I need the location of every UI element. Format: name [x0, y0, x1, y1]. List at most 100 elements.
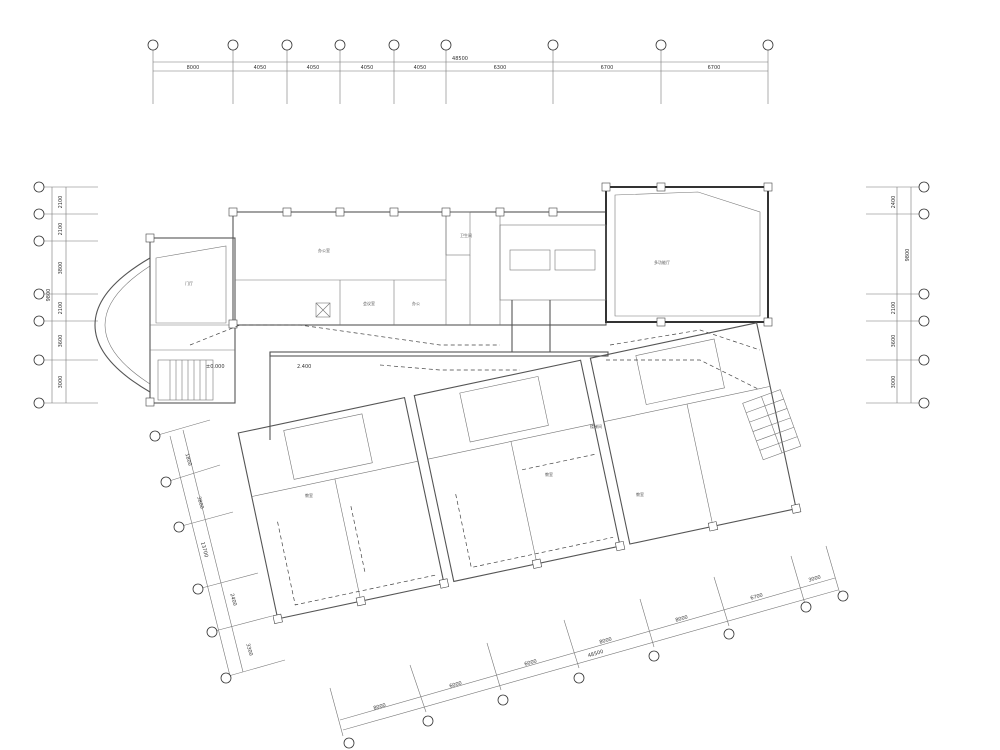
room-label: 教室	[305, 492, 313, 498]
room-label: 办公室	[318, 247, 330, 253]
axis-bubble	[800, 601, 812, 613]
axis-bubble	[173, 521, 185, 533]
elev-ref-2: 2.400	[297, 364, 311, 370]
room-label: 会议室	[363, 300, 375, 306]
axis-bubble	[33, 397, 45, 409]
upper-building-block	[94, 182, 773, 407]
left-dimension-chain: 2100 2100 3800 2100 3600 3000 9800	[33, 181, 98, 409]
axis-bubble	[918, 397, 930, 409]
axis-bubble	[918, 288, 930, 300]
top-dim-total: 48500	[452, 56, 468, 62]
stair-right	[742, 389, 802, 461]
axis-bubble	[918, 315, 930, 327]
room-label: 教室	[545, 471, 553, 477]
axis-bubble	[918, 208, 930, 220]
rot-bottom-dim-seg: 8000	[373, 702, 387, 711]
axis-bubble	[227, 39, 239, 51]
room-labels: 门厅 办公室 会议室 办公 卫生间 多功能厅 教室 教室 教室 楼梯间	[185, 232, 670, 498]
axis-bubble	[497, 694, 509, 706]
elev-ref-1: ±0.000	[206, 364, 225, 370]
rot-bottom-dim-seg: 6700	[750, 592, 764, 601]
room-label: 门厅	[185, 280, 193, 286]
rot-bottom-dim-seg: 6000	[524, 658, 538, 667]
axis-bubble	[918, 181, 930, 193]
elevator-shaft	[315, 302, 331, 318]
axis-bubble	[334, 39, 346, 51]
axis-bubble	[33, 181, 45, 193]
axis-bubble	[281, 39, 293, 51]
room-label: 楼梯间	[590, 423, 602, 429]
right-dim-seg: 3000	[891, 376, 897, 389]
top-dim-seg: 4050	[254, 65, 267, 71]
top-dim-seg: 6700	[708, 65, 721, 71]
right-dim-seg: 3600	[891, 335, 897, 348]
right-dimension-chain: 2400 2100 3600 3000 9800	[866, 181, 930, 409]
rot-bottom-dim-seg: 8000	[675, 614, 689, 623]
right-dim-seg: 2400	[891, 196, 897, 209]
top-dim-seg: 4050	[414, 65, 427, 71]
axis-bubble	[655, 39, 667, 51]
left-dim-seg: 3600	[58, 335, 64, 348]
rot-left-dim-seg: 3300	[244, 643, 253, 657]
room-label: 办公	[412, 300, 420, 306]
axis-bubble	[33, 315, 45, 327]
top-dim-segments: 8000 4050 4050 4050 4050 6300 6700 6700	[187, 65, 721, 71]
left-dim-seg: 3800	[58, 262, 64, 275]
rot-left-dim-seg: 1800	[183, 453, 192, 467]
rot-bottom-dim-total: 48500	[587, 649, 604, 659]
room-label: 教室	[636, 491, 644, 497]
axis-bubble	[723, 628, 735, 640]
axis-bubble	[343, 737, 355, 749]
rot-bottom-dim-seg: 8000	[599, 636, 613, 645]
top-dim-seg: 8000	[187, 65, 200, 71]
axis-bubble	[422, 715, 434, 727]
axis-bubble	[837, 590, 849, 602]
axis-bubble	[33, 288, 45, 300]
rotated-bottom-dimension: 8000 6000 6000 8000 8000 6700 3000 48500	[329, 545, 849, 749]
top-axis-bubbles	[147, 39, 774, 51]
rotated-left-dimension: 1800 3800 2400 3300 13700	[149, 419, 286, 684]
axis-bubble	[762, 39, 774, 51]
room-label: 卫生间	[460, 232, 472, 238]
axis-bubble	[547, 39, 559, 51]
axis-bubble	[160, 476, 172, 488]
axis-bubble	[648, 650, 660, 662]
axis-bubble	[33, 208, 45, 220]
axis-bubble	[149, 430, 161, 442]
top-dimension-chain: 48500 8000 4050 4050 4050	[147, 39, 774, 104]
upper-wiring	[189, 324, 761, 391]
room-label: 多功能厅	[654, 259, 670, 265]
elevation-markers: ±0.000 2.400	[206, 364, 311, 370]
stair-left	[157, 359, 214, 401]
rot-left-dim-seg: 3800	[195, 496, 204, 510]
rot-bottom-dim-seg: 6000	[449, 680, 463, 689]
axis-bubble	[440, 39, 452, 51]
left-dim-seg: 2100	[58, 196, 64, 209]
axis-bubble	[388, 39, 400, 51]
toilet-block	[499, 224, 607, 301]
left-dim-seg: 3000	[58, 376, 64, 389]
left-dim-seg: 2100	[58, 223, 64, 236]
lower-wing	[237, 322, 802, 624]
top-dim-seg: 6300	[494, 65, 507, 71]
left-dim-seg: 2100	[58, 302, 64, 315]
rot-left-dim-seg: 2400	[228, 593, 237, 607]
axis-bubble	[33, 354, 45, 366]
axis-bubble	[220, 672, 232, 684]
rot-left-dim-total: 13700	[199, 541, 209, 558]
axis-bubble	[33, 235, 45, 247]
axis-bubble	[573, 672, 585, 684]
right-dim-seg: 2100	[891, 302, 897, 315]
rot-bottom-dim-seg: 3000	[808, 574, 822, 583]
top-dim-seg: 4050	[307, 65, 320, 71]
axis-bubble	[918, 354, 930, 366]
axis-bubble	[192, 583, 204, 595]
left-dim-total: 9800	[46, 289, 52, 302]
top-axis-lines	[152, 50, 769, 104]
top-dim-seg: 4050	[361, 65, 374, 71]
right-dim-total: 9800	[905, 249, 911, 262]
columns	[145, 182, 773, 407]
top-dim-seg: 6700	[601, 65, 614, 71]
